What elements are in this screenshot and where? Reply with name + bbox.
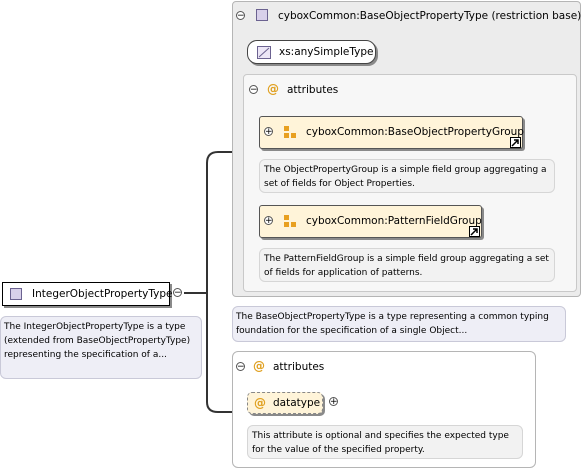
expand-icon[interactable]: + [264,216,273,226]
simple-type-node[interactable]: xs:anySimpleType [247,40,376,64]
attribute-group-node[interactable]: + cyboxCommon:PatternFieldGroup [259,205,482,238]
root-type-node[interactable]: IntegerObjectPropertyType [2,282,173,306]
attribute-group-label: cyboxCommon:PatternFieldGroup [306,215,482,227]
expand-icon[interactable]: + [329,397,338,407]
restriction-base-panel: − cyboxCommon:BaseObjectPropertyType (re… [232,1,581,297]
attribute-icon: @ [253,359,265,373]
type-icon [10,288,22,300]
attribute-description: This attribute is optional and specifies… [247,425,523,459]
attributes-label: attributes [273,361,325,373]
collapse-icon[interactable]: − [173,288,182,298]
attributes-panel: − @ attributes @ datatype + This attribu… [232,351,536,468]
group-icon [284,126,297,139]
link-icon[interactable] [469,226,480,237]
simple-type-icon [257,46,271,59]
collapse-icon[interactable]: − [236,11,245,21]
root-type-label: IntegerObjectPropertyType [32,288,173,300]
attribute-group-description: The ObjectPropertyGroup is a simple fiel… [259,159,555,193]
group-icon [284,215,297,228]
type-icon [256,9,268,21]
attribute-name: datatype [273,397,321,409]
restriction-base-description: The BaseObjectPropertyType is a type rep… [232,306,566,342]
attribute-group-label: cyboxCommon:BaseObjectPropertyGroup [306,126,524,138]
restriction-base-title: cyboxCommon:BaseObjectPropertyType (rest… [278,10,582,22]
collapse-icon[interactable]: − [236,362,245,372]
root-type-description: The IntegerObjectPropertyType is a type … [0,316,202,379]
attribute-node[interactable]: @ datatype [247,392,323,414]
expand-icon[interactable]: + [264,127,273,137]
attribute-group-description: The PatternFieldGroup is a simple field … [259,248,555,282]
restriction-attributes-panel: − @ attributes + cyboxCommon:BaseObjectP… [243,74,577,292]
collapse-icon[interactable]: − [249,85,258,95]
attribute-icon: @ [254,396,266,410]
attribute-group-node[interactable]: + cyboxCommon:BaseObjectPropertyGroup [259,116,524,149]
simple-type-label: xs:anySimpleType [279,46,374,58]
attribute-icon: @ [267,82,279,96]
link-icon[interactable] [510,137,521,148]
attributes-label: attributes [287,84,339,96]
